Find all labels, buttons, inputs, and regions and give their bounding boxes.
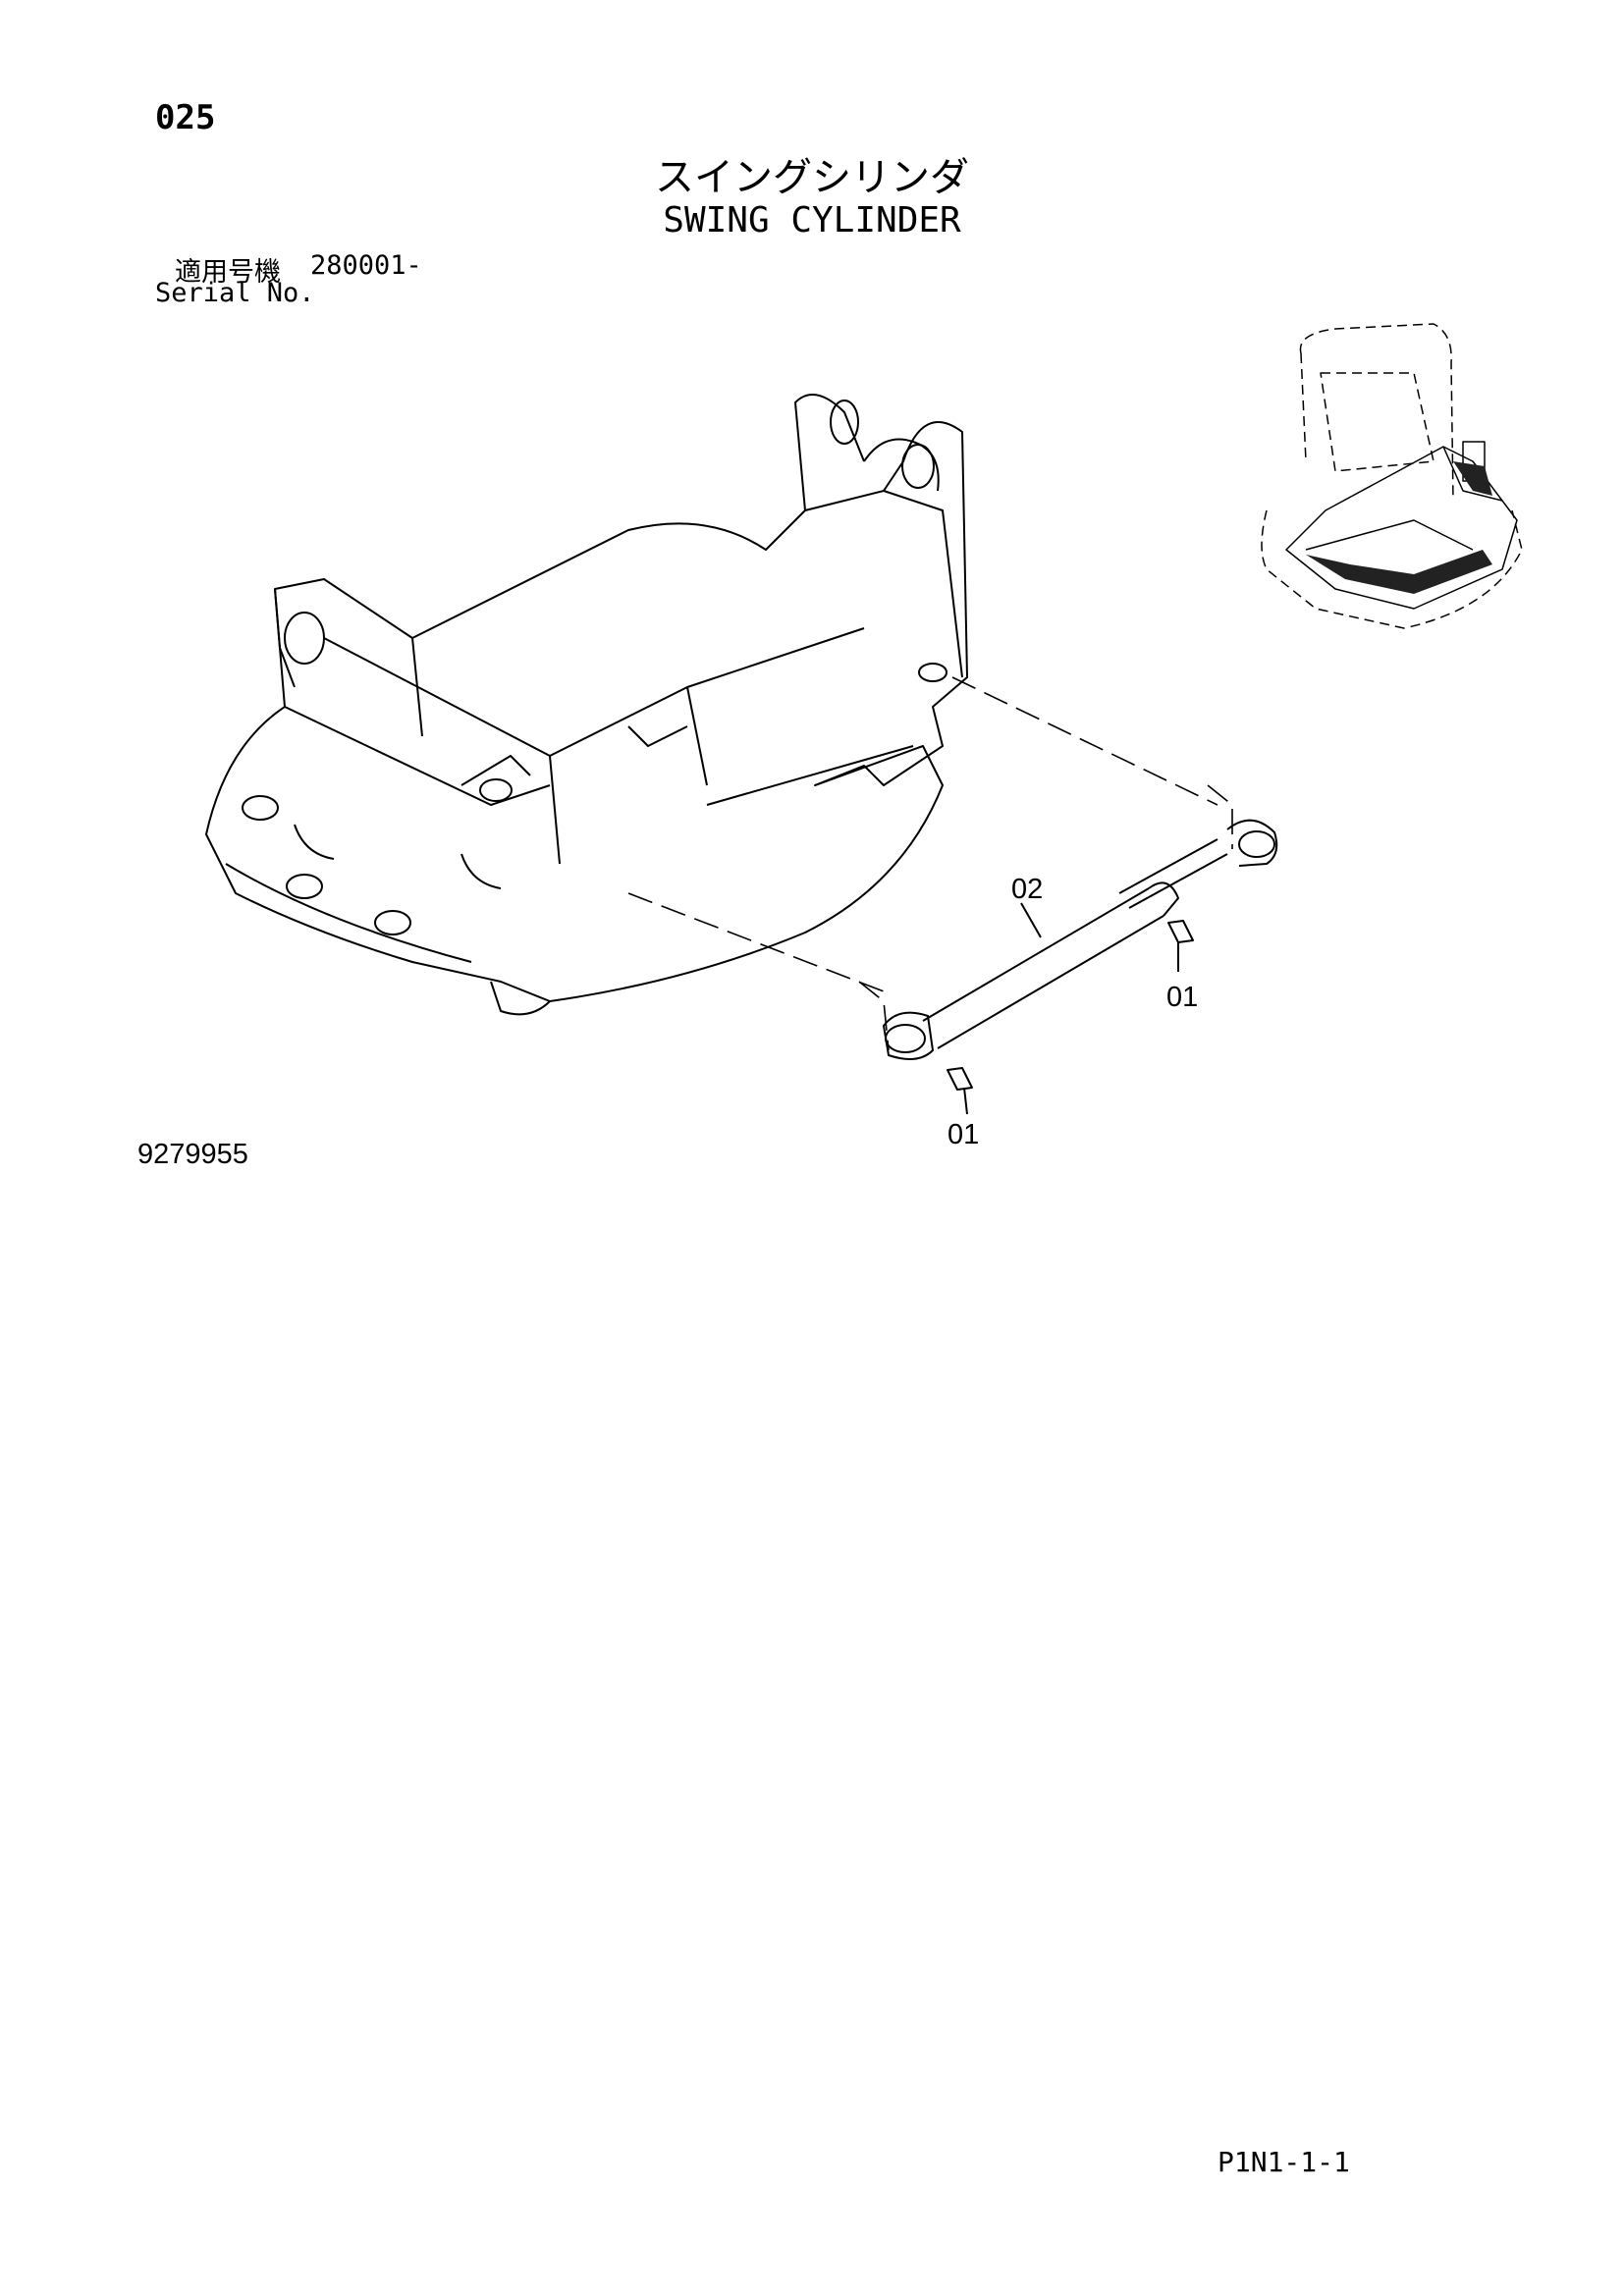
serial-range: 280001- [310, 250, 422, 281]
swing-cylinder-drawing [883, 819, 1278, 1115]
callout-fitting-upper: 01 [1166, 982, 1199, 1013]
machine-inset-drawing [1261, 323, 1523, 629]
serial-label-english: Serial No. [155, 278, 315, 308]
installation-guide-lines [627, 676, 1233, 1051]
page-title-japanese: スイングシリンダ [655, 155, 969, 200]
serial-label-japanese: 適用号機 [175, 257, 281, 288]
page-number: 025 [155, 98, 216, 137]
callout-fitting-lower: 01 [947, 1119, 980, 1150]
callout-swing-cylinder: 02 [1011, 874, 1044, 905]
page-code: P1N1-1-1 [1218, 2146, 1350, 2178]
drawing-number: 9279955 [137, 1139, 248, 1170]
inset-frame-fill [1306, 461, 1492, 594]
upper-frame-drawing [205, 394, 968, 1016]
page-title-english: SWING CYLINDER [663, 200, 961, 240]
